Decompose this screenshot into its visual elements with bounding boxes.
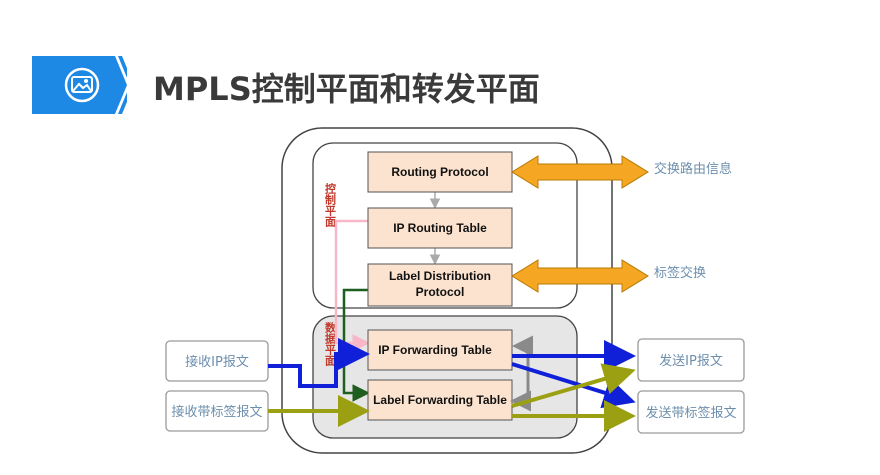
- ip-routing-table-box: IP Routing Table: [367, 207, 513, 249]
- label-exchange-label: 标签交换: [654, 265, 706, 281]
- svg-text:接收IP报文: 接收IP报文: [185, 354, 249, 370]
- title-banner: [32, 56, 127, 114]
- exchange-routing-info-label: 交换路由信息: [654, 161, 732, 177]
- blue-input-arrow: [268, 338, 370, 388]
- label-forwarding-table-box: Label Forwarding Table: [367, 379, 513, 421]
- receive-ip-box: 接收IP报文: [165, 340, 269, 382]
- svg-text:IP Routing Table: IP Routing Table: [393, 221, 487, 235]
- receive-labeled-box: 接收带标签报文: [165, 390, 269, 432]
- routing-protocol-box: Routing Protocol: [367, 151, 513, 193]
- olive-output-arrow-cross: [511, 363, 636, 408]
- image-icon: [64, 67, 100, 103]
- ip-forwarding-table-box: IP Forwarding Table: [367, 329, 513, 371]
- svg-text:发送IP报文: 发送IP报文: [659, 353, 723, 369]
- send-labeled-box: 发送带标签报文: [637, 390, 745, 434]
- svg-text:Routing Protocol: Routing Protocol: [391, 165, 488, 179]
- svg-text:发送带标签报文: 发送带标签报文: [645, 405, 736, 421]
- svg-text:Protocol: Protocol: [416, 285, 465, 299]
- svg-text:Label Forwarding Table: Label Forwarding Table: [373, 393, 507, 407]
- svg-text:接收带标签报文: 接收带标签报文: [171, 404, 262, 420]
- control-plane-label: 控制平面: [324, 182, 337, 228]
- page-title: MPLS控制平面和转发平面: [153, 70, 540, 108]
- orange-exchange-arrow-1: [511, 155, 649, 189]
- svg-text:IP Forwarding Table: IP Forwarding Table: [378, 343, 492, 357]
- ldp-box: Label Distribution Protocol: [367, 263, 513, 307]
- svg-text:Label Distribution: Label Distribution: [389, 269, 491, 283]
- orange-exchange-arrow-2: [511, 259, 649, 293]
- data-plane-label: 数据平面: [324, 321, 337, 367]
- send-ip-box: 发送IP报文: [637, 338, 745, 382]
